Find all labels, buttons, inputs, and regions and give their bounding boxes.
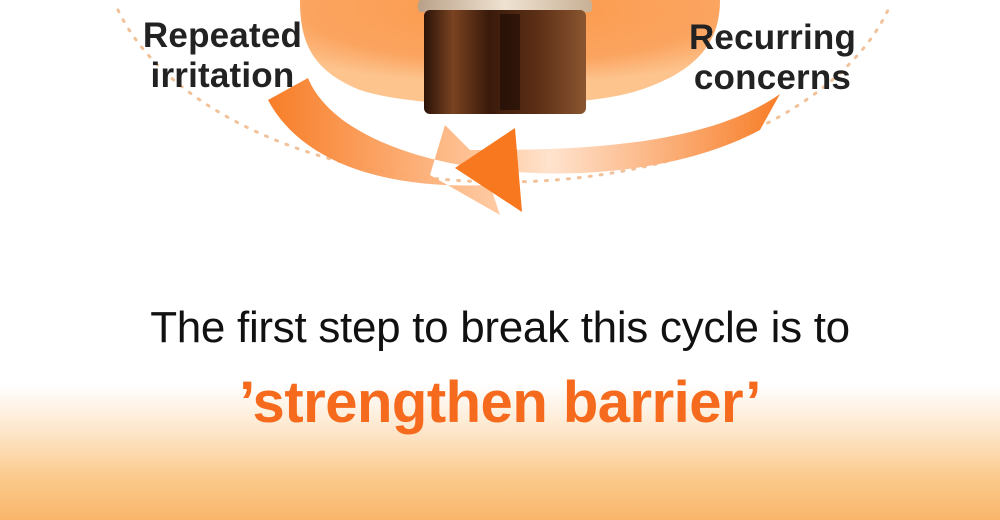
headline-text: The first step to break this cycle is to [150, 303, 850, 352]
label-recurring-concerns: Recurring concerns [670, 18, 875, 98]
jar-shine [500, 14, 520, 110]
label-right-line1: Recurring [688, 18, 857, 57]
emphasis-text: ’strengthen barrier’ [239, 370, 761, 435]
label-right-line2: concerns [693, 58, 852, 97]
cycle-arrow-head [455, 128, 522, 212]
label-left-line2: irritation [150, 56, 295, 95]
cycle-arrow-band [268, 78, 780, 215]
jar-lid [418, 0, 592, 12]
label-repeated-irritation: Repeated irritation [120, 16, 325, 96]
label-left-line1: Repeated [142, 16, 303, 55]
cycle-illustration [116, 0, 890, 215]
